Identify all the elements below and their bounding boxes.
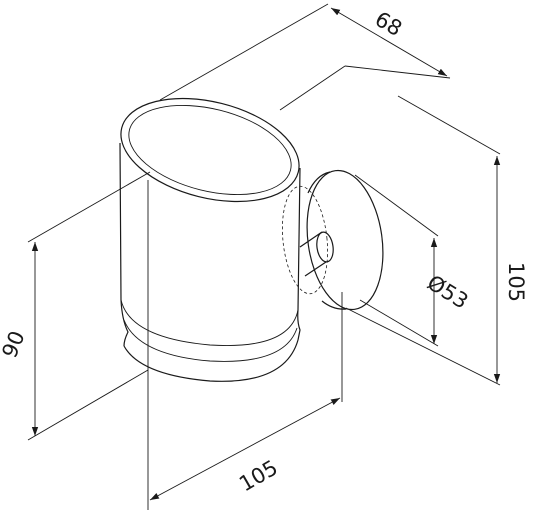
dimension-depth-label: 68: [371, 7, 406, 41]
cup-right-side: [298, 168, 300, 340]
cup-rim-inner: [120, 90, 301, 210]
cup-rim-outer: [110, 81, 310, 218]
cup-base-ring-2: [124, 320, 297, 361]
rod-end: [315, 231, 335, 263]
dimension-overall-height-label: 105: [504, 262, 528, 302]
dimension-overall-height: 105: [346, 96, 528, 385]
wall-holder: [277, 166, 391, 315]
dimension-flange-diameter: Ø53: [355, 175, 472, 346]
holder-rod: [300, 232, 326, 276]
dimension-cup-height: 90: [0, 172, 150, 440]
dimension-flange-diameter-label: Ø53: [423, 270, 472, 313]
dimension-cup-height-label: 90: [0, 327, 30, 361]
cup-left-side: [120, 143, 128, 346]
cup: [110, 81, 310, 381]
dimension-depth: 68: [160, 4, 450, 110]
flange-face: [299, 166, 392, 315]
dimension-overall-width-label: 105: [235, 456, 282, 497]
hidden-ring: [277, 184, 332, 296]
